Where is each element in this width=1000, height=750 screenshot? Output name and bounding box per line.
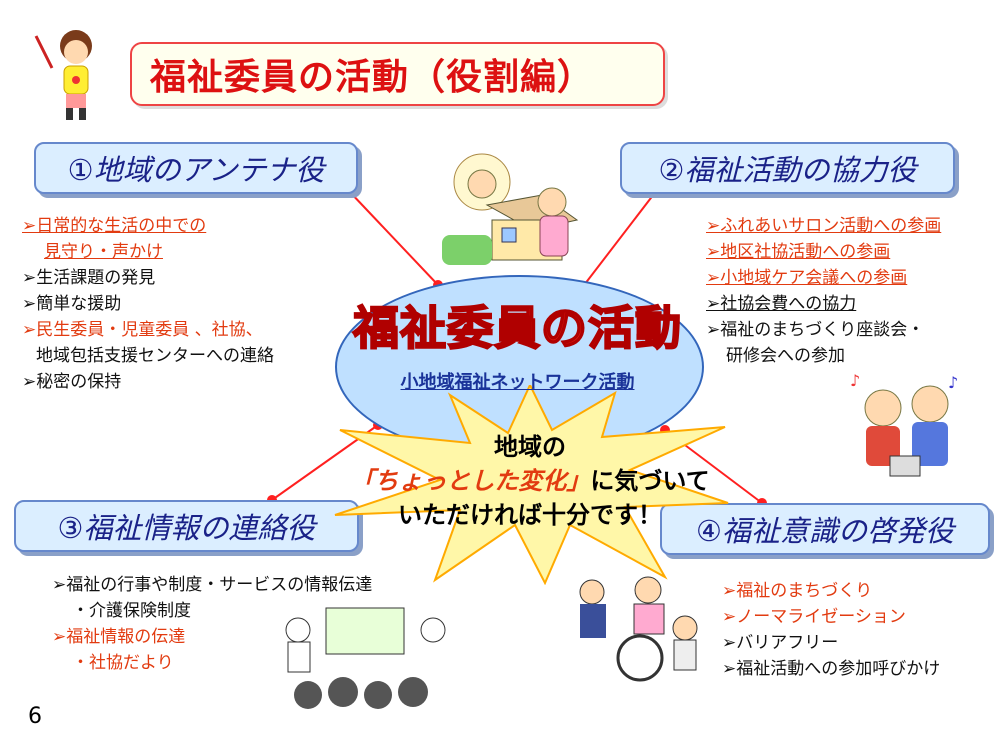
list-item: ➢福祉のまちづくり座談会・ <box>706 320 925 340</box>
burst-highlight: 「ちょっとした変化」 <box>350 467 591 495</box>
list-item: ➢福祉情報の伝達 <box>52 627 186 647</box>
liaison-list: ➢福祉の行事や制度・サービスの情報伝達 ・介護保険制度 ➢福祉情報の伝達 ・社協… <box>52 572 372 676</box>
list-item: ➢社協会費への協力 <box>706 294 857 314</box>
list-item: 見守り・声かけ <box>44 242 163 262</box>
center-title: 福祉委員の活動 <box>352 300 682 356</box>
cooperation-list: ➢ふれあいサロン活動への参画 ➢地区社協活動への参画 ➢小地域ケア会議への参画 … <box>706 213 941 369</box>
svg-text:♪: ♪ <box>948 373 958 392</box>
list-item: ➢日常的な生活の中での <box>22 216 207 236</box>
role-liaison: ③福祉情報の連絡役 <box>14 500 359 552</box>
list-item: ・介護保険制度 <box>72 601 191 621</box>
burst-line1: 地域の <box>494 433 566 461</box>
list-item: ➢簡単な援助 <box>22 294 122 314</box>
role-awareness: ④福祉意識の啓発役 <box>660 503 990 555</box>
role-antenna: ①地域のアンテナ役 <box>34 142 358 194</box>
list-item: ➢ノーマライゼーション <box>722 607 906 627</box>
list-item: ➢福祉のまちづくり <box>722 581 873 601</box>
teacher-illustration <box>34 30 92 120</box>
awareness-list: ➢福祉のまちづくり ➢ノーマライゼーション ➢バリアフリー ➢福祉活動への参加呼… <box>722 578 940 682</box>
page-title: 福祉委員の活動（役割編） <box>150 57 595 98</box>
singing-illustration: ♪ ♪ <box>850 371 958 477</box>
burst-line2: に気づいて <box>590 467 710 495</box>
center-subtitle: 小地域福祉ネットワーク活動 <box>400 372 635 393</box>
list-item: ➢地区社協活動への参画 <box>706 242 891 262</box>
list-item: ➢生活課題の発見 <box>22 268 156 288</box>
role-cooperation-label: ②福祉活動の協力役 <box>658 153 917 187</box>
list-item: ➢福祉活動への参加呼びかけ <box>722 659 941 679</box>
list-item: ➢ふれあいサロン活動への参画 <box>706 216 942 236</box>
list-item: ・社協だより <box>72 653 174 673</box>
role-cooperation: ②福祉活動の協力役 <box>620 142 955 194</box>
list-item: ➢福祉の行事や制度・サービスの情報伝達 <box>52 575 373 595</box>
list-item: ➢秘密の保持 <box>22 372 122 392</box>
role-antenna-label: ①地域のアンテナ役 <box>67 153 325 187</box>
list-item: ➢小地域ケア会議への参画 <box>706 268 908 288</box>
title-banner: 福祉委員の活動（役割編） <box>130 42 665 106</box>
burst-shape <box>334 385 729 585</box>
meeting-illustration <box>285 607 446 709</box>
burst-line3: いただければ十分です！ <box>398 501 662 529</box>
antenna-list: ➢日常的な生活の中での 見守り・声かけ ➢生活課題の発見 ➢簡単な援助 ➢民生委… <box>22 213 274 395</box>
list-item: 地域包括支援センターへの連絡 <box>36 346 274 366</box>
list-item: ➢民生委員・児童委員 、社協、 <box>22 320 263 340</box>
list-item: ➢バリアフリー <box>722 633 839 653</box>
svg-text:♪: ♪ <box>850 371 860 390</box>
wheelchair-illustration <box>579 576 698 682</box>
role-awareness-label: ④福祉意識の啓発役 <box>696 514 954 548</box>
role-liaison-label: ③福祉情報の連絡役 <box>57 511 316 545</box>
burst-message: 地域の 「ちょっとした変化」に気づいて いただければ十分です！ <box>330 430 730 532</box>
page-number: 6 <box>28 704 42 729</box>
house-illustration <box>442 153 579 265</box>
list-item: 研修会への参加 <box>726 346 845 366</box>
